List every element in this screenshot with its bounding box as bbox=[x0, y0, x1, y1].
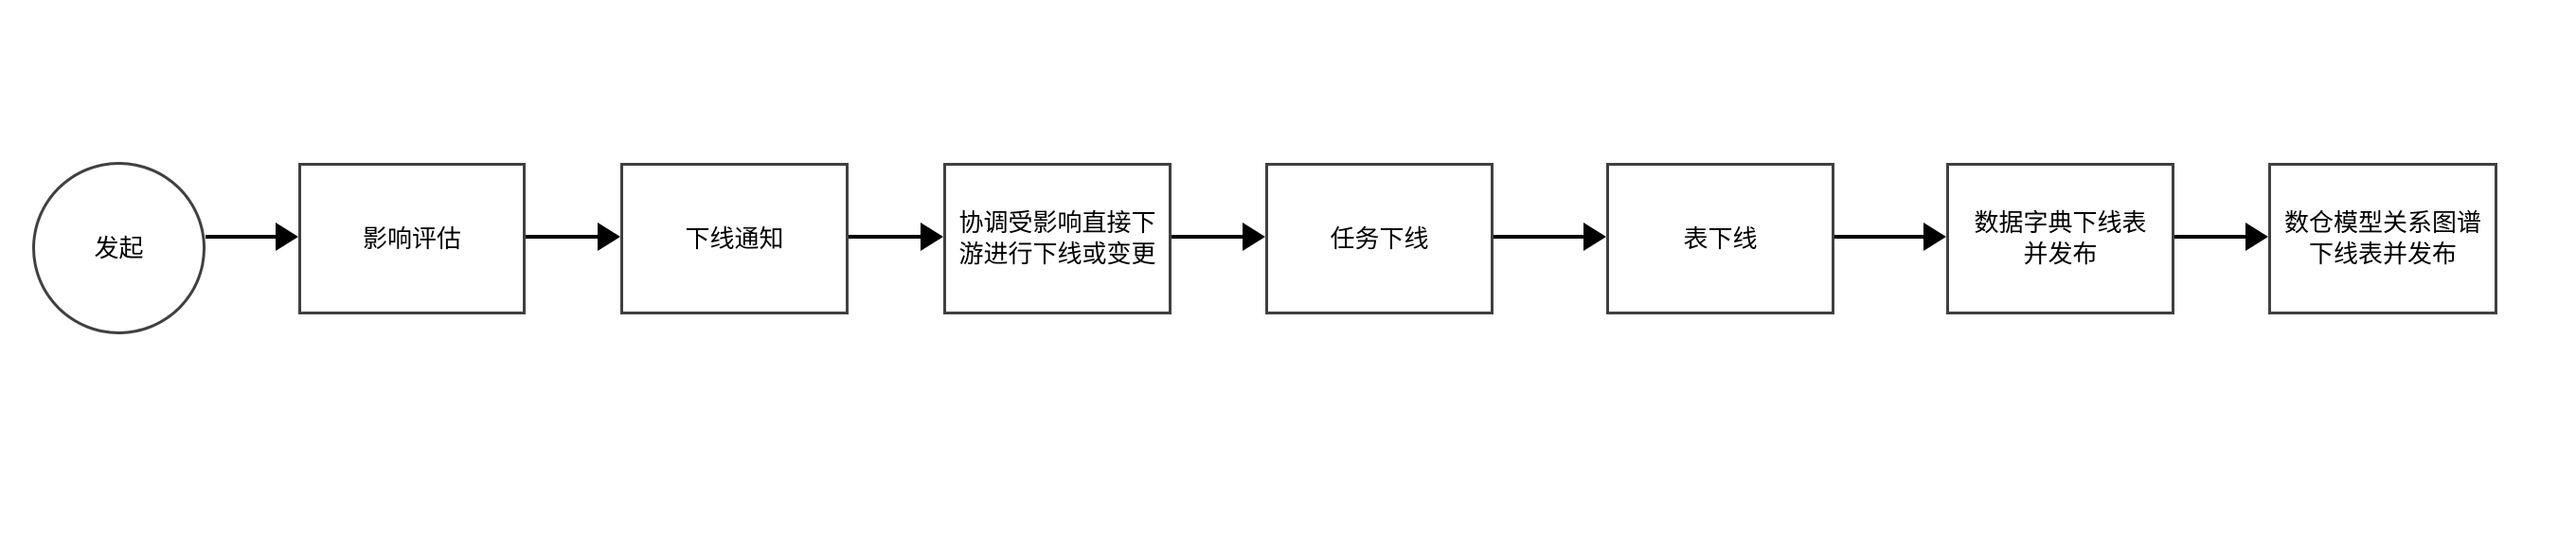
node-label: 下线通知 bbox=[685, 223, 784, 253]
arrow-line bbox=[1494, 235, 1583, 239]
arrow-line bbox=[206, 235, 276, 239]
flow-node-impact-assessment: 影响评估 bbox=[298, 163, 526, 314]
connector-arrow bbox=[206, 223, 298, 251]
arrow-line bbox=[849, 235, 921, 239]
node-label: 任务下线 bbox=[1330, 223, 1429, 253]
arrow-head-icon bbox=[276, 223, 298, 251]
arrow-line bbox=[1834, 235, 1923, 239]
arrow-head-icon bbox=[1583, 223, 1606, 251]
node-label: 数据字典下线表 并发布 bbox=[1974, 208, 2147, 268]
connector-arrow bbox=[2174, 223, 2268, 251]
arrow-head-icon bbox=[598, 223, 620, 251]
flow-node-offline-notice: 下线通知 bbox=[620, 163, 849, 314]
connector-arrow bbox=[1494, 223, 1606, 251]
arrow-line bbox=[2174, 235, 2245, 239]
connector-arrow bbox=[1172, 223, 1265, 251]
arrow-line bbox=[1172, 235, 1243, 239]
arrow-head-icon bbox=[1923, 223, 1946, 251]
arrow-line bbox=[526, 235, 598, 239]
node-label: 发起 bbox=[94, 233, 144, 262]
node-label: 协调受影响直接下 游进行下线或变更 bbox=[958, 208, 1156, 268]
flow-node-task-offline: 任务下线 bbox=[1265, 163, 1494, 314]
connector-arrow bbox=[1834, 223, 1946, 251]
flow-node-table-offline: 表下线 bbox=[1606, 163, 1834, 314]
node-label: 数仓模型关系图谱 下线表并发布 bbox=[2283, 208, 2481, 268]
arrow-head-icon bbox=[921, 223, 943, 251]
flow-node-start: 发起 bbox=[32, 162, 206, 334]
flow-node-model-graph-publish: 数仓模型关系图谱 下线表并发布 bbox=[2268, 163, 2497, 314]
flow-node-coordinate-downstream: 协调受影响直接下 游进行下线或变更 bbox=[943, 163, 1172, 314]
node-label: 影响评估 bbox=[362, 223, 461, 253]
flow-node-data-dictionary-publish: 数据字典下线表 并发布 bbox=[1946, 163, 2174, 314]
arrow-head-icon bbox=[2245, 223, 2268, 251]
connector-arrow bbox=[849, 223, 943, 251]
node-label: 表下线 bbox=[1683, 223, 1758, 253]
arrow-head-icon bbox=[1243, 223, 1265, 251]
connector-arrow bbox=[526, 223, 620, 251]
